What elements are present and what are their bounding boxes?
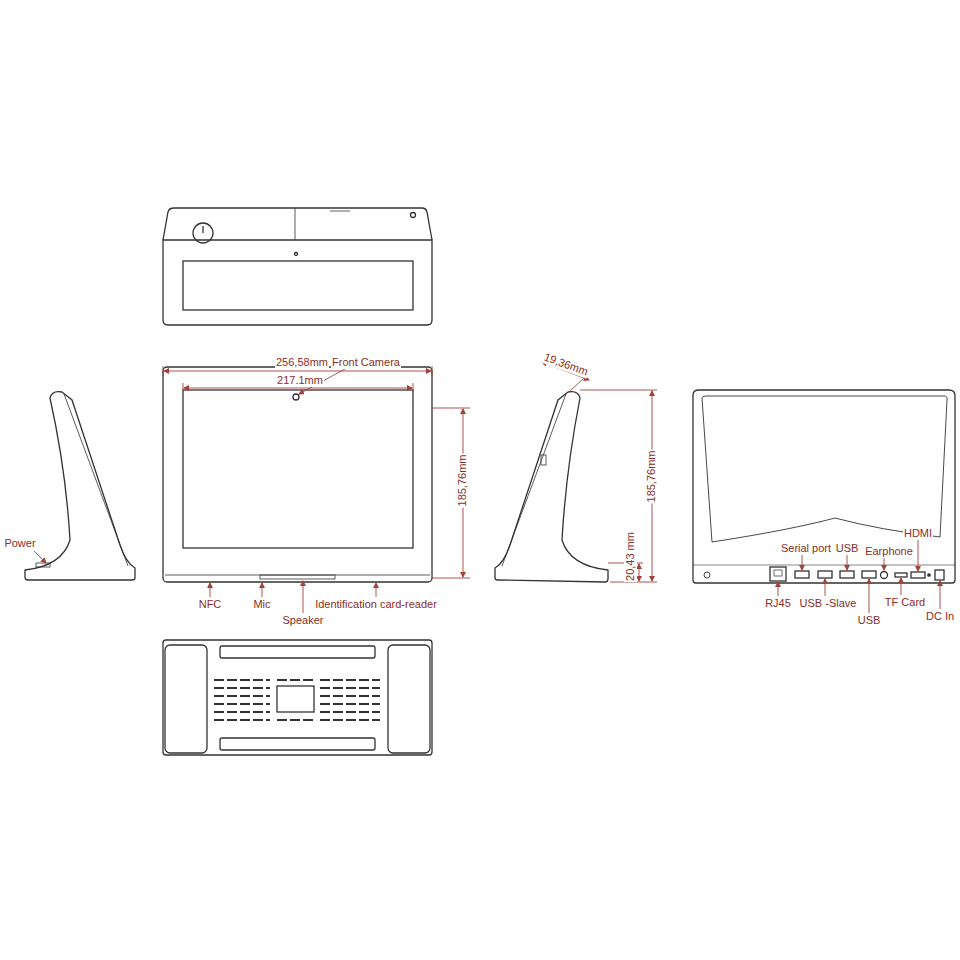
port-label: USB -Slave — [799, 597, 858, 610]
dimension-label: 20,43 mm — [623, 531, 636, 582]
dimension-label: 217.1mm — [276, 374, 324, 387]
callout-label: Front Camera — [331, 356, 401, 369]
port-label: USB — [835, 542, 860, 555]
callout-label: Identification card-reader — [314, 598, 438, 611]
port-label: Serial port — [780, 542, 832, 555]
port-label: TF Card — [884, 596, 926, 609]
dimension-label: 185,76mm — [645, 449, 658, 503]
dimension-label: 256,58mm — [275, 356, 329, 369]
port-label: RJ45 — [764, 597, 792, 610]
port-label: DC In — [925, 610, 955, 623]
callout-label: Power — [3, 537, 36, 550]
dimension-label: 185,76mm — [456, 453, 469, 507]
callout-label: NFC — [198, 598, 223, 611]
callout-label: Mic — [252, 598, 271, 611]
port-label: Earphone — [864, 545, 914, 558]
dimension-label: 19,36mm — [541, 350, 590, 379]
callout-label: Speaker — [282, 614, 325, 627]
port-label: USB — [857, 614, 882, 627]
port-label: HDMI — [903, 527, 933, 540]
